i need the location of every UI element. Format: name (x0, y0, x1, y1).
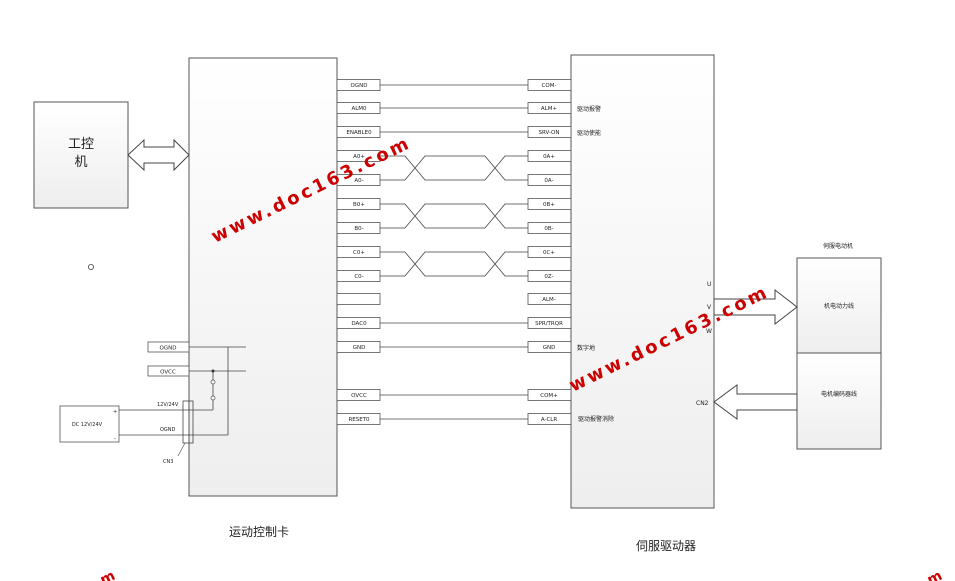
motor-encoder-box (796, 352, 882, 450)
note-digital-ground: 数字地 (577, 344, 595, 352)
twisted-pair-wire (380, 203, 528, 229)
twisted-pair-wire (380, 251, 528, 277)
driver-pin-label: GND (543, 345, 556, 351)
watermark-3: m (98, 568, 118, 581)
controller-pin-label: B0+ (353, 202, 365, 208)
ipc-box (33, 101, 129, 209)
controller-pin-box (336, 293, 381, 305)
driver-pin-label: A-CLR (541, 417, 558, 423)
encoder-arrow-left (713, 384, 798, 420)
motor-title: 伺服电动机 (823, 242, 853, 250)
ovcc-terminal-label: OVCC (160, 370, 176, 376)
driver-pin-label: COM- (542, 83, 557, 89)
switch-contact-bottom (210, 395, 216, 401)
driver-pin-label: 0C+ (543, 250, 555, 256)
driver-pin-label: SPR/TRQR (535, 321, 563, 327)
twisted-pair-wire (380, 251, 528, 277)
controller-pin-label: GND (353, 345, 366, 351)
cn3-connector (182, 400, 194, 444)
controller-pin-label: C0- (354, 274, 363, 280)
note-alarm-clear: 驱动报警消除 (578, 415, 614, 423)
dc-minus-label: - (114, 436, 116, 442)
driver-pin-label: 0A+ (543, 154, 555, 160)
terminal-v: V (707, 304, 712, 311)
driver-pin-label: ALM+ (541, 106, 558, 112)
ipc-link-double-arrow (127, 138, 190, 172)
driver-pin-box (527, 293, 572, 305)
motor-power-label: 机电动力线 (824, 302, 854, 310)
driver-pin-label: 0Z- (544, 274, 553, 280)
controller-pin-label: A0- (354, 178, 363, 184)
motor-power-box (796, 257, 882, 354)
twisted-pair-wire (380, 155, 528, 181)
twisted-pair-wire (380, 203, 528, 229)
driver-pin-label: 0A- (544, 178, 553, 184)
dc-plus-label: + (113, 409, 117, 415)
ognd-terminal-label: OGND (160, 346, 177, 352)
controller-pin-label: RESET0 (348, 417, 370, 423)
controller-pin-label: OVCC (351, 393, 367, 399)
controller-pin-label: C0+ (353, 250, 365, 256)
motor-encoder-label: 电机编码器线 (821, 390, 857, 398)
small-circle-mark (88, 263, 95, 270)
terminal-u: U (707, 281, 711, 288)
controller-pin-label: ALM0 (351, 106, 367, 112)
switch-contact-top (210, 379, 216, 385)
ipc-label-1: 工控 (68, 137, 94, 152)
controller-pin-label: B0- (354, 226, 363, 232)
note-drive-enable: 驱动使能 (577, 129, 601, 137)
driver-caption: 伺服驱动器 (636, 539, 696, 553)
pin-rows: OGND COM- ALM0 ALM+ ENABLE0 SRV-ON A0+ 0A+ A0- 0A… (336, 79, 572, 425)
dc-supply-box (59, 405, 120, 443)
driver-pin-label: COM+ (540, 393, 558, 399)
driver-pin-label: 0B- (544, 226, 553, 232)
twisted-pair-wire (380, 155, 528, 181)
controller-pin-label: OGND (351, 83, 368, 89)
driver-pin-label: 0B+ (543, 202, 555, 208)
terminal-cn2: CN2 (696, 400, 709, 407)
dc-supply-label: DC 12V/24V (72, 422, 103, 428)
controller-pin-label: DAC0 (351, 321, 367, 327)
driver-pin-label: SRV-ON (538, 130, 559, 136)
driver-pin-label: ALM- (542, 297, 556, 303)
watermark-4: m (925, 568, 945, 581)
terminal-w: W (706, 328, 712, 335)
ognd-wire-label: OGND (160, 427, 176, 433)
cn3-leader (177, 442, 186, 457)
power-arrow-right (713, 288, 798, 326)
ipc-label-2: 机 (74, 155, 87, 170)
ovcc-junction (211, 369, 215, 373)
controller-pin-label: ENABLE0 (346, 130, 372, 136)
controller-card-box (188, 57, 338, 497)
voltage-label: 12V/24V (157, 402, 179, 408)
note-drive-alarm: 驱动报警 (577, 105, 601, 113)
controller-caption: 运动控制卡 (229, 525, 289, 539)
controller-pin-label: A0+ (353, 154, 365, 160)
cn3-label: CN3 (163, 459, 173, 465)
servo-driver-box (570, 54, 715, 509)
